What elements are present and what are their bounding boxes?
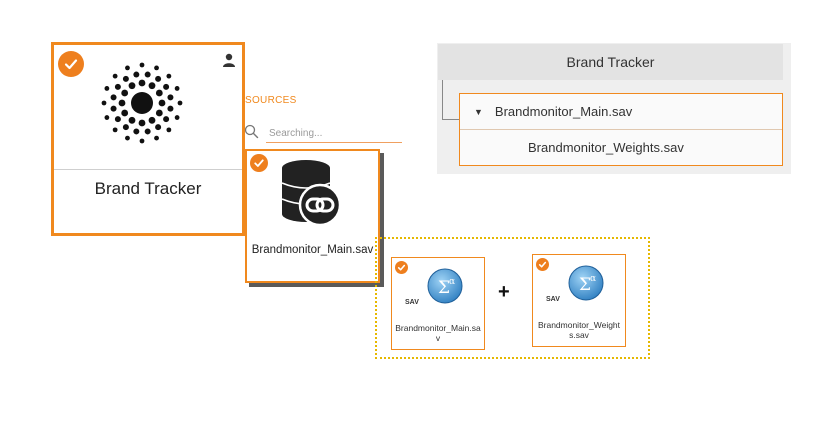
sav-tag: SAV [546,296,560,303]
tree-node-child-label: Brandmonitor_Weights.sav [528,140,684,155]
sav-file-icon: Σ α SAV [405,268,463,306]
plus-operator: + [498,281,510,303]
dotted-radial-logo-icon [101,62,183,144]
source-card-label: Brandmonitor_Main.sav [251,244,374,256]
card-divider [54,169,242,170]
svg-text:α: α [590,274,596,284]
search-icon [244,124,259,139]
checkmark-icon [536,258,549,271]
user-icon[interactable] [222,53,236,67]
checkmark-icon [395,261,408,274]
svg-text:α: α [449,277,455,287]
merge-file-label: Brandmonitor_Main.sav [395,323,481,343]
svg-text:Σ: Σ [579,275,591,295]
tree-header: Brand Tracker [438,44,783,80]
sources-label: SOURCES [245,95,297,106]
checkmark-icon [58,51,84,77]
merge-file-card-main[interactable]: Σ α SAV Brandmonitor_Main.sav [391,257,485,350]
tree-panel: Brand Tracker ▼ Brandmonitor_Main.sav Br… [437,43,791,174]
source-card-main[interactable]: Brandmonitor_Main.sav [245,149,380,283]
project-card[interactable]: Brand Tracker [51,42,245,236]
tree-connector [442,80,443,120]
svg-text:Σ: Σ [438,278,450,298]
tree-node-main-label: Brandmonitor_Main.sav [494,104,633,119]
project-title: Brand Tracker [94,179,202,198]
checkmark-icon [250,154,268,172]
tree-node-child[interactable]: Brandmonitor_Weights.sav [460,130,782,165]
caret-down-icon[interactable]: ▼ [474,106,483,117]
sav-file-icon: Σ α SAV [546,265,604,303]
search-input[interactable] [266,124,402,143]
tree-node-main[interactable]: ▼ Brandmonitor_Main.sav [460,94,782,130]
tree-node-box: ▼ Brandmonitor_Main.sav Brandmonitor_Wei… [459,93,783,166]
sav-tag: SAV [405,299,419,306]
tree-connector [442,119,459,120]
database-link-icon [281,160,342,227]
merge-file-card-weights[interactable]: Σ α SAV Brandmonitor_Weights.sav [532,254,626,347]
merge-file-label: Brandmonitor_Weights.sav [537,320,621,340]
merge-drop-area[interactable]: Σ α SAV Brandmonitor_Main.sav + Σ α SAV … [375,237,650,359]
